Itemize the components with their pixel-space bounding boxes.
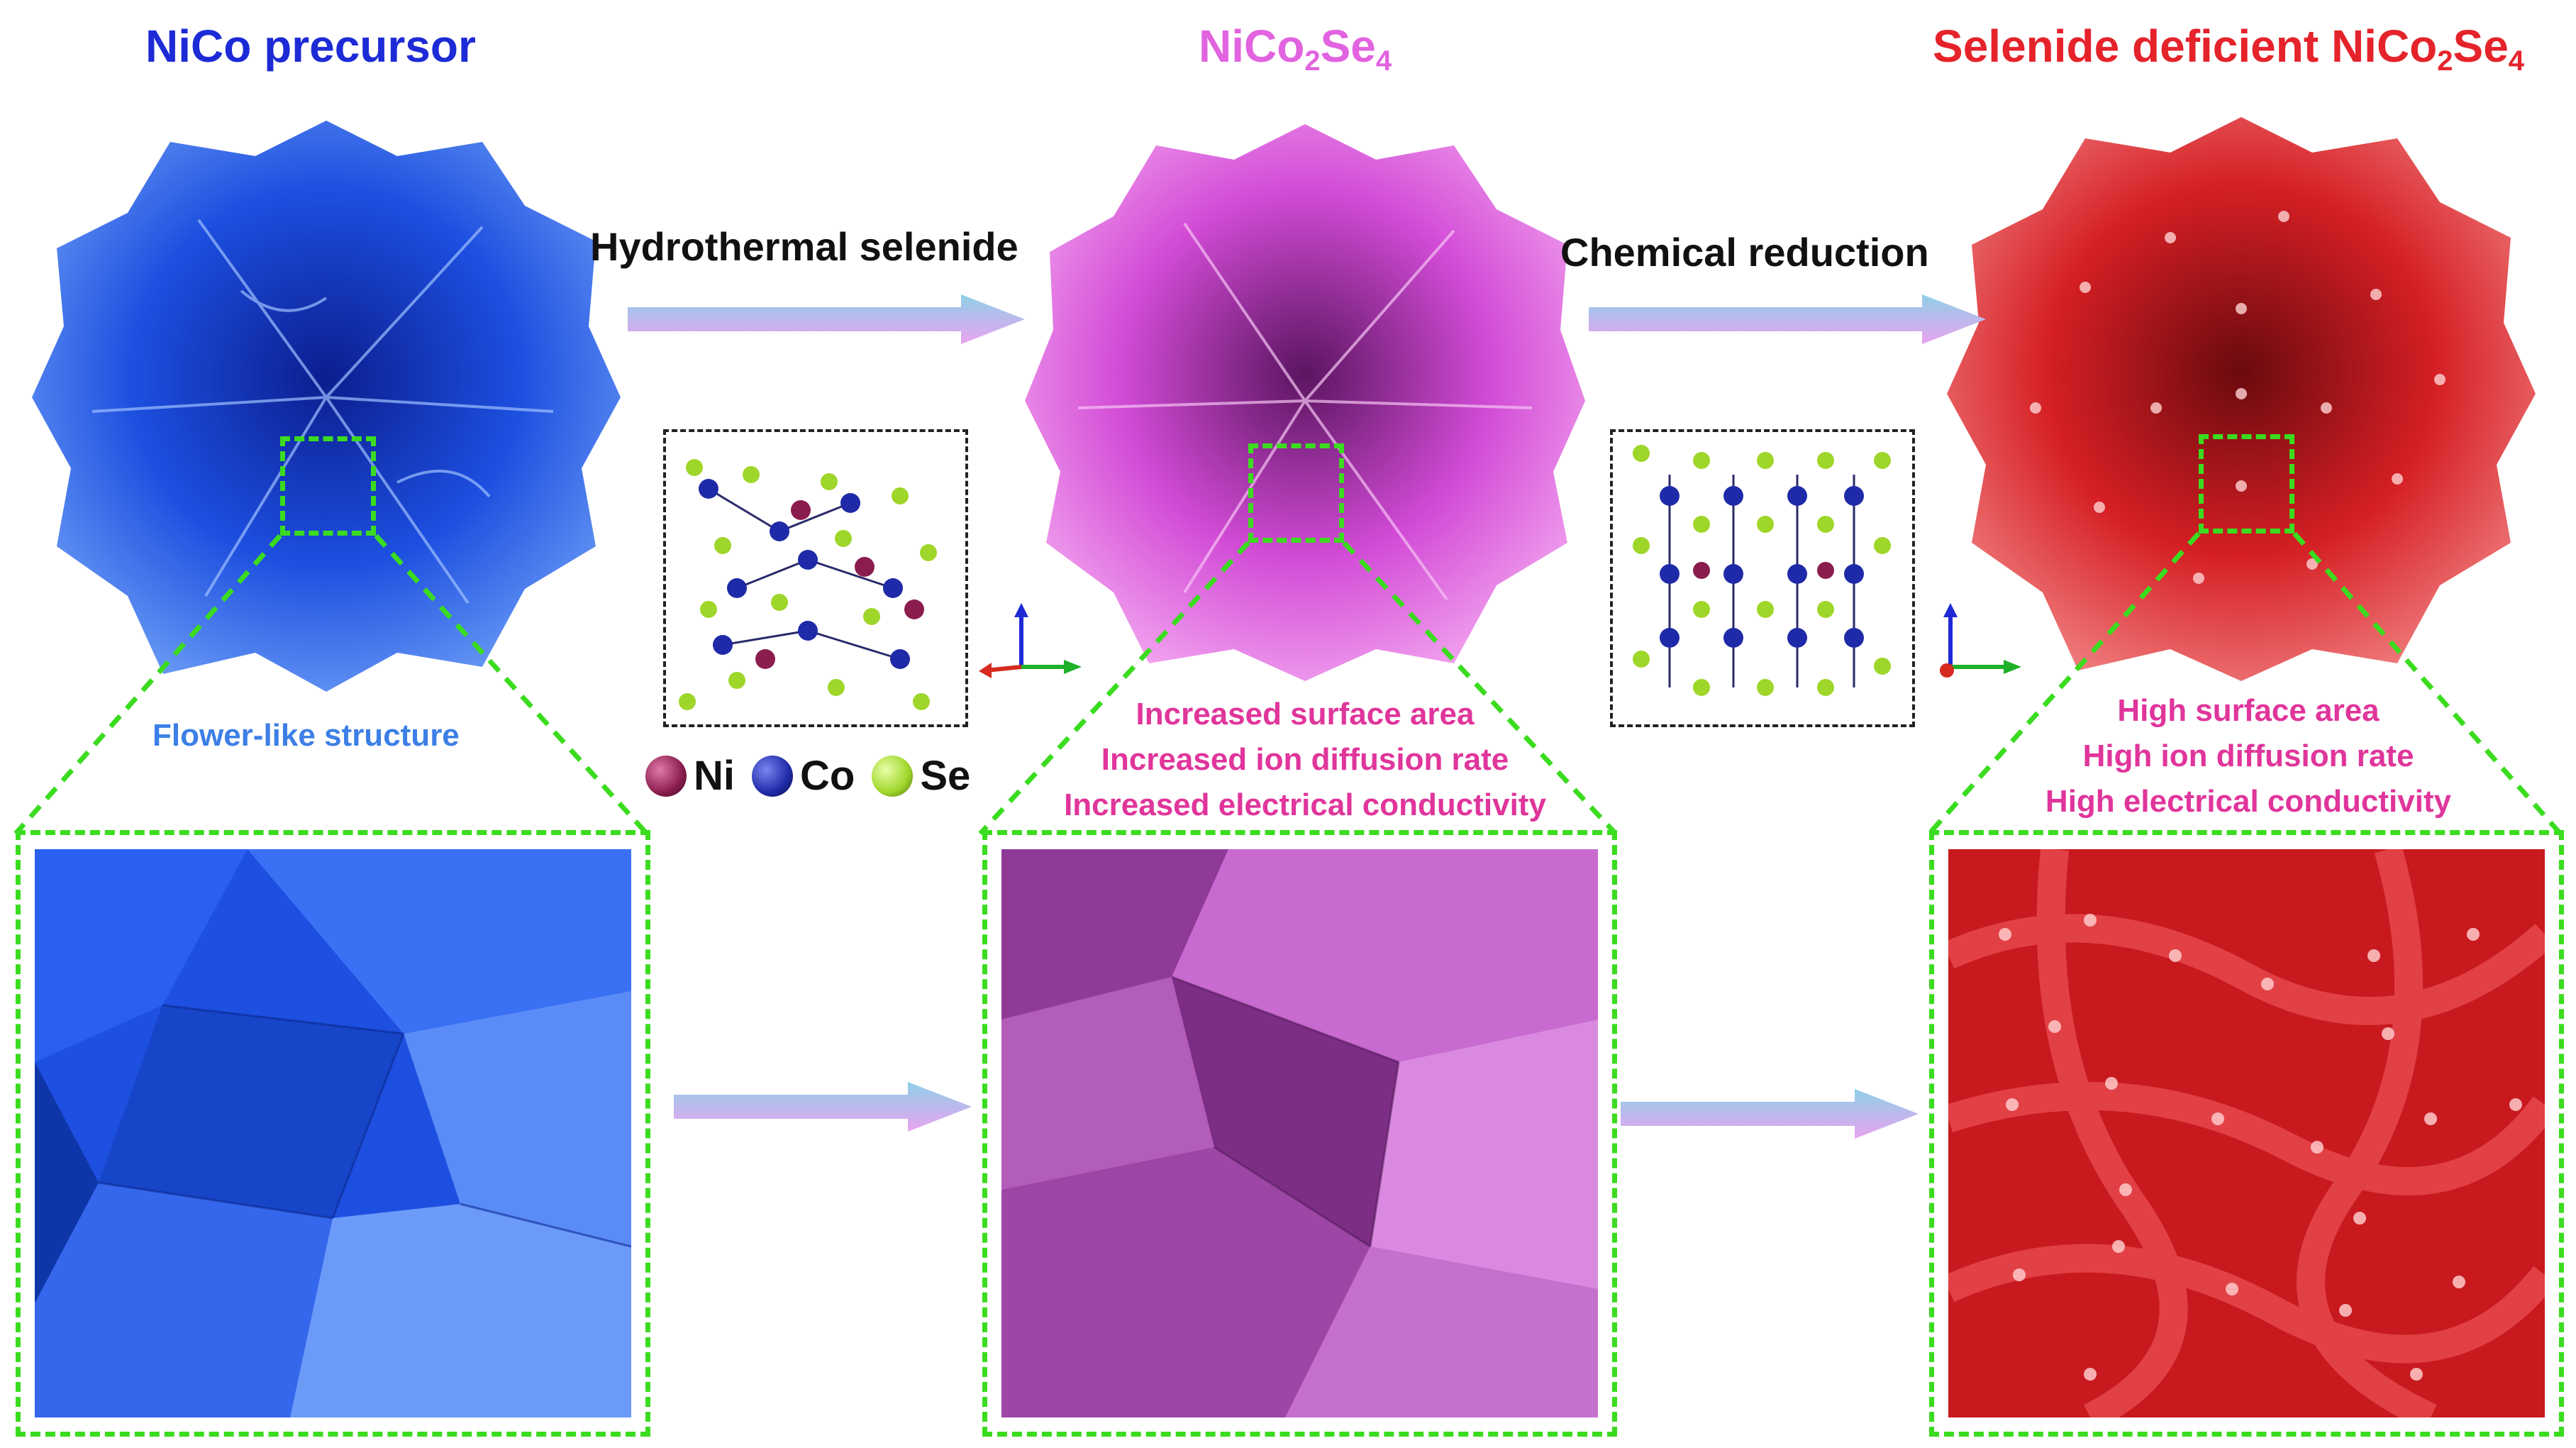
arrow-bottom-left [674,1082,972,1132]
zoom-panel-precursor [16,830,650,1437]
zoom-box-deficient [2199,434,2294,534]
legend-ni-label: Ni [694,753,735,799]
zoom-image-deficient [1948,849,2545,1417]
title-deficient-sub: 2 [2437,45,2453,77]
flower-precursor [32,121,621,692]
title-deficient-tail: Se [2453,21,2509,72]
flower-nico2se4 [1025,124,1585,681]
title-nico2se4-sub: 2 [1304,45,1321,77]
title-nico2se4: NiCo2Se4 [1199,20,1392,77]
atom-legend: Ni Co Se [645,752,987,800]
legend-co-label: Co [800,753,855,799]
note-flower-like: Flower-like structure [152,718,460,753]
arrow-hydrothermal [628,294,1025,344]
zoom-box-nico2se4 [1248,443,1344,543]
title-nico2se4-tail: Se [1320,21,1376,72]
legend-ni: Ni [645,752,735,800]
axes-icon-right [1940,603,2021,678]
title-nico-precursor: NiCo precursor [145,21,476,72]
zoom-image-nico2se4 [1001,849,1598,1417]
notes-deficient: High surface area High ion diffusion rat… [1986,688,2511,824]
ni-ball-icon [645,755,687,797]
se-ball-icon [872,755,914,797]
note-nico2se4-surface: Increased surface area [1136,697,1475,731]
arrow-chemical-reduction [1589,294,1986,344]
zoom-image-precursor [35,849,631,1417]
axes-icon-left [979,603,1082,678]
title-deficient-prefix: Selenide deficient NiCo [1933,21,2438,72]
crystal-structure-deficient [1610,429,1915,727]
title-deficient-sub2: 4 [2508,45,2525,77]
crystal-structure-nico2se4 [663,429,968,727]
title-nico2se4-sub2: 4 [1375,45,1392,77]
zoom-panel-nico2se4 [982,830,1617,1437]
title-nico2se4-main: NiCo [1199,21,1305,72]
note-deficient-diffusion: High ion diffusion rate [2082,739,2414,773]
legend-se: Se [872,752,970,800]
notes-nico2se4: Increased surface area Increased ion dif… [1036,692,1575,828]
arrow-bottom-right [1621,1089,1919,1139]
zoom-box-precursor [280,436,376,536]
title-selenide-deficient: Selenide deficient NiCo2Se4 [1933,20,2524,77]
label-hydrothermal-selenide: Hydrothermal selenide [590,224,1018,269]
note-nico2se4-conductivity: Increased electrical conductivity [1064,787,1546,822]
note-nico2se4-diffusion: Increased ion diffusion rate [1101,742,1509,777]
note-deficient-conductivity: High electrical conductivity [2045,784,2452,819]
flower-selenide-deficient [1947,117,2536,681]
label-chemical-reduction: Chemical reduction [1560,230,1929,275]
note-deficient-surface: High surface area [2117,693,2380,728]
zoom-panel-deficient [1929,830,2564,1437]
co-ball-icon [752,755,793,797]
legend-co: Co [752,752,855,800]
legend-se-label: Se [920,753,971,799]
